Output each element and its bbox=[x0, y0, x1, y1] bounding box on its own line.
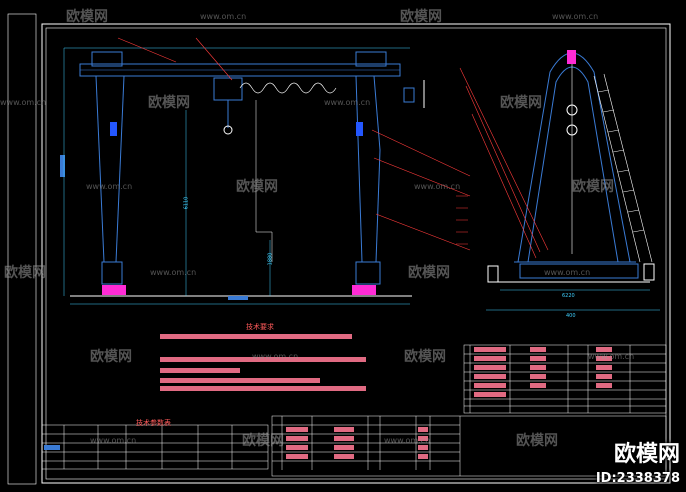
power-cable bbox=[239, 82, 337, 94]
right-base bbox=[352, 285, 376, 295]
title-block-grid bbox=[271, 415, 667, 477]
side-top-hook bbox=[567, 50, 576, 64]
watermark-url: www.om.cn bbox=[414, 182, 461, 191]
right-leg-clamp bbox=[356, 122, 363, 136]
dim-height-label: 6110 bbox=[183, 196, 190, 210]
front-dimensions bbox=[63, 47, 410, 305]
side-view bbox=[490, 52, 653, 283]
binding-strip bbox=[7, 13, 37, 485]
watermark-brand: 欧模网 bbox=[242, 433, 284, 449]
title-block-fills bbox=[286, 427, 428, 459]
inner-frame bbox=[45, 27, 667, 480]
watermark-brand: 欧模网 bbox=[408, 265, 450, 281]
watermark-brand: 欧模网 bbox=[400, 9, 442, 25]
watermark-url: www.om.cn bbox=[552, 12, 599, 21]
params-table-grid bbox=[41, 424, 269, 470]
watermark-url: www.om.cn bbox=[252, 352, 299, 361]
left-base bbox=[102, 285, 126, 295]
tech-params-title: 技术参数表 bbox=[136, 419, 171, 427]
brand-logo-text: 欧模网 bbox=[613, 442, 680, 467]
watermark-brand: 欧模网 bbox=[4, 265, 46, 281]
ladder-rungs bbox=[597, 89, 645, 233]
watermark-url: www.om.cn bbox=[544, 268, 591, 277]
dim-lower-label: 1880 bbox=[267, 252, 274, 266]
dim-side-label: 400 bbox=[566, 313, 576, 319]
watermark-url: www.om.cn bbox=[324, 98, 371, 107]
watermark-brand: 欧模网 bbox=[66, 9, 108, 25]
watermark-brand: 欧模网 bbox=[236, 179, 278, 195]
watermark-url: www.om.cn bbox=[588, 352, 635, 361]
watermark-url: www.om.cn bbox=[86, 182, 133, 191]
watermark-brand: 欧模网 bbox=[90, 349, 132, 365]
front-leaders bbox=[117, 37, 471, 251]
watermark-url: www.om.cn bbox=[90, 436, 137, 445]
side-marker bbox=[60, 155, 65, 177]
side-dimensions bbox=[486, 289, 660, 311]
tech-requirements-title: 技术要求 bbox=[246, 323, 274, 331]
item-ladder bbox=[456, 195, 468, 245]
watermark-url: www.om.cn bbox=[200, 12, 247, 21]
watermark-brand: 欧模网 bbox=[516, 433, 558, 449]
watermark-brand: 欧模网 bbox=[148, 95, 190, 111]
outer-frame bbox=[41, 23, 671, 484]
watermark-url: www.om.cn bbox=[150, 268, 197, 277]
side-leaders bbox=[459, 67, 549, 259]
watermark-brand: 欧模网 bbox=[500, 95, 542, 111]
parts-list-fills bbox=[474, 347, 612, 397]
watermark-brand: 欧模网 bbox=[404, 349, 446, 365]
asset-id-label: ID:2338378 bbox=[595, 471, 680, 486]
watermark-url: www.om.cn bbox=[0, 98, 47, 107]
parts-list-grid bbox=[463, 344, 667, 414]
dim-base-label: 6220 bbox=[562, 293, 575, 299]
front-view bbox=[79, 51, 401, 285]
watermark-url: www.om.cn bbox=[384, 436, 431, 445]
watermark-brand: 欧模网 bbox=[572, 179, 614, 195]
left-leg-clamp bbox=[110, 122, 117, 136]
